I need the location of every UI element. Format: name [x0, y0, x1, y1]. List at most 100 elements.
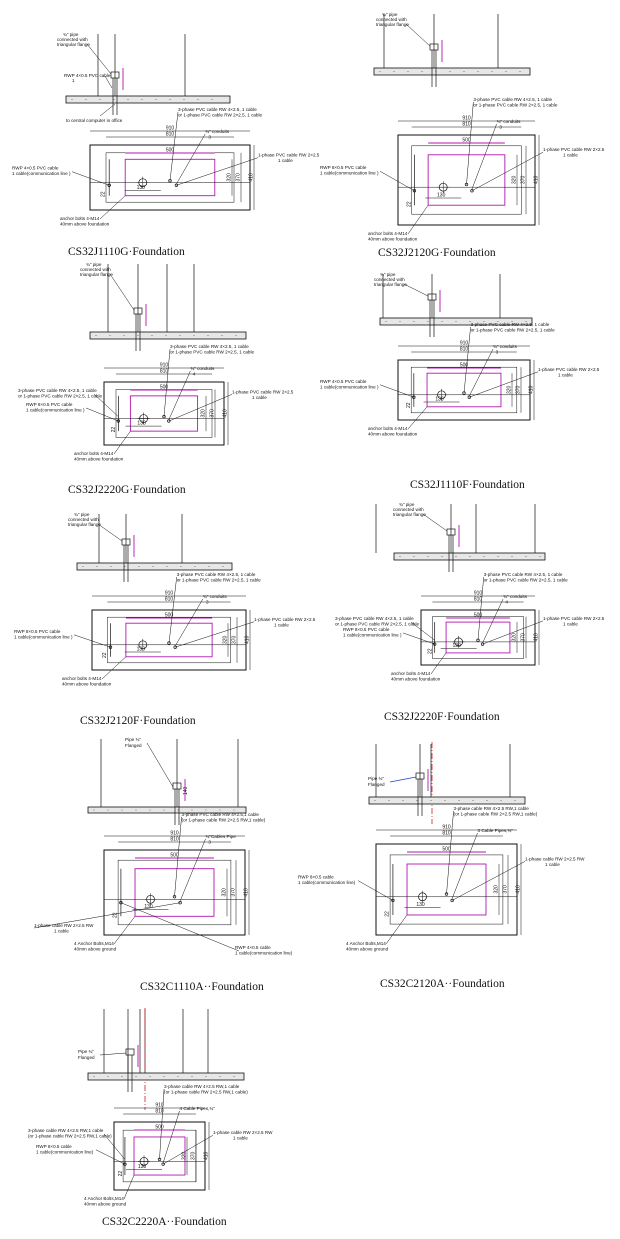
hatch-dot: [179, 335, 181, 336]
anchor-bolt-layout: [125, 622, 213, 658]
dim-22: 22: [100, 191, 106, 197]
flange-label: triangular flange: [376, 22, 409, 27]
hatch-dot: [197, 99, 199, 100]
hatch-dot: [449, 71, 451, 72]
flange-label: Flanged: [78, 1055, 95, 1060]
flange: [427, 293, 437, 301]
hatch-dot: [444, 800, 446, 801]
one-phase-cable-label: 1-phase cable RW 2×2.5 RW: [213, 1130, 273, 1135]
hatch-dot: [138, 566, 140, 567]
hatch-dot: [374, 800, 376, 801]
hatch-dot: [205, 1076, 207, 1077]
conduits-label: ¾" conduits: [190, 366, 215, 371]
leader-line: [73, 634, 111, 648]
three-phase-cable-label: 3-phase PVC cable RW 4×2.5, 1 cable: [170, 344, 249, 349]
inner-outline: [411, 145, 522, 215]
three-phase-cable-label: (or 1-phase cable RW 2×2.5 RW,1 cable): [182, 818, 266, 823]
conduits-count: 4: [505, 600, 508, 605]
leader-line: [101, 656, 127, 680]
rwp-cable-label: RWP 8×0.5 PVC cable: [14, 629, 61, 634]
three-phase-cable-label-left: or 1-phase PVC cable RW 2×2.5, 1 cable: [18, 394, 102, 399]
rwp-cable-label: RWP 8×0.5 cable: [298, 875, 334, 880]
hatch-dot: [399, 556, 401, 557]
rwp-cable-label: RWP 4×0.5 PVC cable: [12, 166, 59, 171]
conduits-label: ¾"Cables Pipe: [206, 834, 237, 839]
dim-130: 130: [416, 902, 425, 908]
anchor-bolt-layout: [133, 1136, 186, 1176]
hatch-dot: [421, 71, 423, 72]
dim-130: 130: [137, 647, 146, 653]
one-phase-cable-label: 1-phase PVC cable RW 2×2.5: [543, 616, 605, 621]
three-phase-cable-label: 3-phase PVC cable RW 4×2.5, 1 cable: [177, 572, 256, 577]
dim-410: 410: [534, 175, 540, 184]
flange: [125, 1048, 135, 1056]
conduits-label: ¾" conduits: [493, 344, 518, 349]
dim-130: 130: [452, 643, 461, 649]
one-phase-cable-label: 1-phase PVC cable RW 2×2.5: [538, 367, 600, 372]
conduits-count: 4: [193, 372, 196, 377]
hatch-dot: [124, 566, 126, 567]
rwp-cable-label: RWP 8×0.5 PVC cable: [26, 402, 73, 407]
dim-410: 410: [529, 385, 535, 394]
conduits-count: 3: [499, 125, 502, 130]
flange-label: connected with: [80, 267, 111, 272]
anchor-bolts-label: 40mm above foundation: [391, 677, 441, 682]
leader-line: [95, 1149, 126, 1165]
hatch-dot: [486, 800, 488, 801]
leader-line: [430, 652, 447, 675]
anchor-bolt-layout: [134, 868, 215, 917]
dim-370: 370: [210, 409, 216, 418]
leader-line: [176, 157, 259, 186]
leader-line: [405, 23, 431, 47]
panel-caption: CS32J2220G·Foundation: [68, 484, 186, 496]
dim-22: 22: [113, 912, 119, 918]
flange: [133, 307, 143, 315]
dim-22: 22: [427, 648, 433, 654]
inner-outline: [432, 616, 524, 659]
leader-line: [179, 838, 206, 902]
hatch-dot: [233, 809, 235, 811]
pipe-label: ¾" pipe: [74, 512, 90, 517]
foundation-plan-outline: [397, 359, 531, 421]
three-phase-cable-label: or 1-phase PVC cable RW 2×2.5, 1 cable: [471, 328, 555, 333]
hatch-dot: [413, 321, 415, 322]
hatch-dot: [519, 71, 521, 72]
one-phase-cable-label: 1 cable: [274, 622, 289, 627]
hatch-dot: [458, 800, 460, 801]
hatch-dot: [191, 809, 193, 811]
dim-810: 810: [165, 597, 174, 603]
dim-810: 810: [460, 347, 469, 353]
hatch-dot: [441, 556, 443, 557]
panel-caption: CS32C2120A··Foundation: [380, 978, 505, 990]
leader-line: [169, 111, 179, 181]
pipe-label: ¾" pipe: [382, 12, 398, 17]
dim-130: 130: [137, 421, 146, 427]
leader-line: [159, 1088, 165, 1160]
hatch-dot: [385, 321, 387, 322]
foundation-slab: [76, 562, 233, 571]
dim-410: 410: [534, 633, 540, 642]
conduit-hole: [161, 1162, 165, 1166]
hatch-dot: [497, 321, 499, 322]
leader-line: [469, 348, 494, 397]
hatch-dot: [393, 71, 395, 72]
leader-line: [482, 620, 544, 645]
leader-line: [452, 861, 526, 901]
dim-320: 320: [201, 409, 207, 418]
hatch-dot: [177, 1076, 179, 1077]
leader-line: [113, 916, 136, 945]
hatch-dot: [149, 1076, 151, 1077]
conduits-count: 3: [208, 840, 211, 845]
anchor-bolts-label: anchor bolts 4-M14: [60, 216, 100, 221]
inner-outline: [107, 616, 231, 664]
hatch-dot: [219, 1076, 221, 1077]
hatch-dot: [235, 335, 237, 336]
leader-line: [109, 273, 135, 311]
three-phase-cable-label: (or 1-phase cable RW 2×2.5 RW,1 cable): [164, 1090, 248, 1095]
foundation-slab: [87, 1072, 245, 1081]
one-phase-cable-label: 1-phase PVC cable RW 2×2.5: [543, 147, 605, 152]
computer-label: to central computer in office: [66, 118, 123, 123]
hatch-dot: [388, 800, 390, 801]
